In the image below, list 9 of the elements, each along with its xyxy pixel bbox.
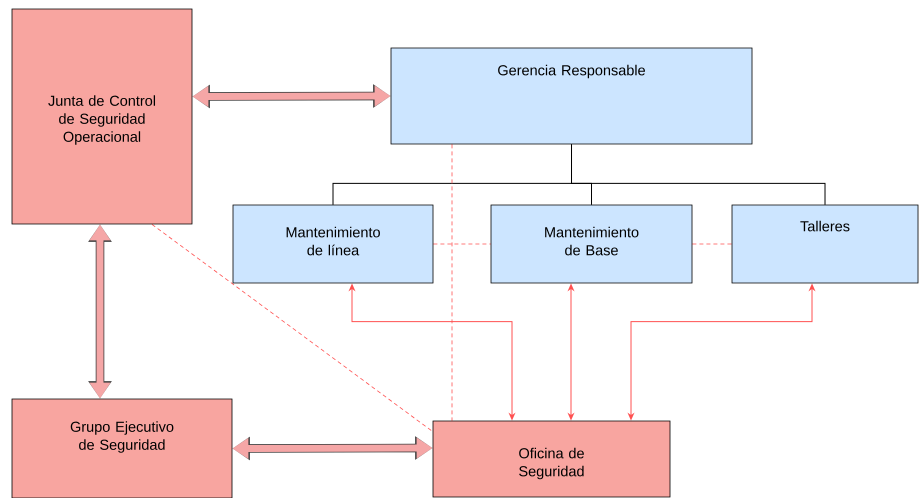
safety-box: Oficina de Seguridad bbox=[432, 420, 670, 498]
safety-box: Grupo Ejecutivo de Seguridad bbox=[12, 398, 232, 498]
unit-box: Mantenimiento de Base bbox=[490, 204, 692, 284]
connector-line bbox=[571, 144, 826, 206]
unit-box: Gerencia Responsable bbox=[390, 48, 752, 144]
safety-box: Junta de Control de Seguridad Operacional bbox=[12, 8, 192, 224]
unit-box: Mantenimiento de línea bbox=[232, 204, 434, 284]
dashed-line bbox=[152, 224, 433, 432]
unit-box: Talleres bbox=[732, 204, 918, 284]
